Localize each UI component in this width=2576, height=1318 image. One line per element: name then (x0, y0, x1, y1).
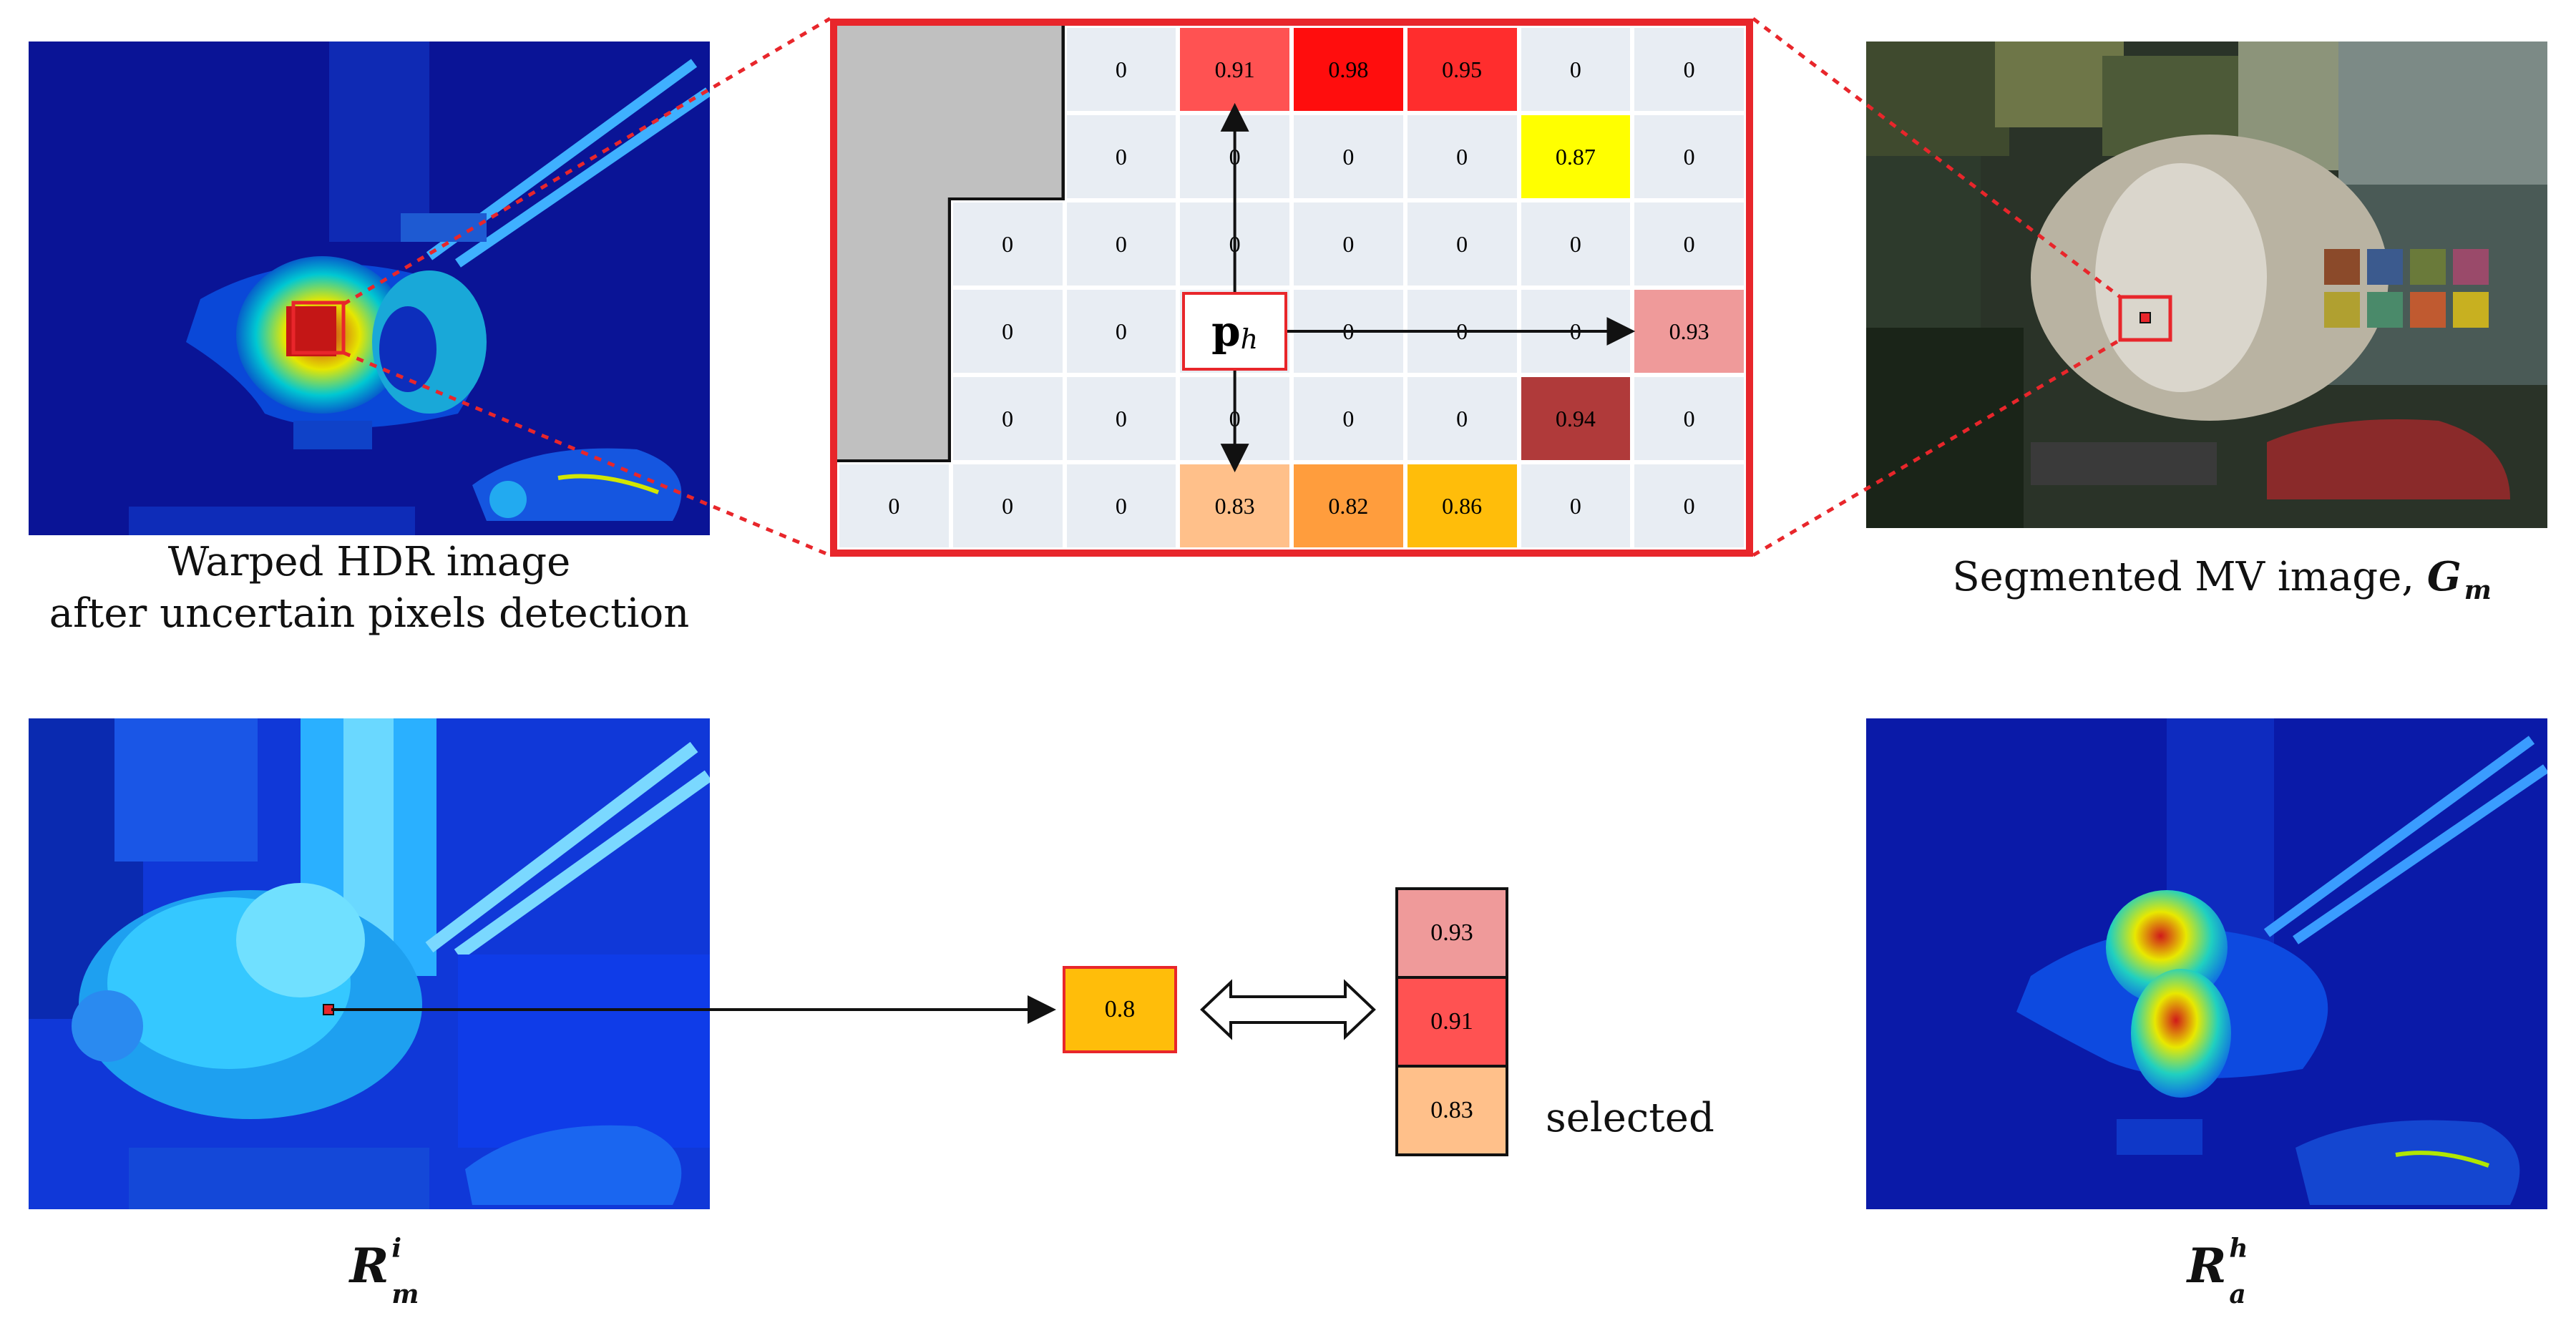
candidate-box: 0.91 (1395, 976, 1508, 1068)
grid-cell: 0 (1292, 113, 1405, 200)
grid-cell: 0 (1064, 200, 1179, 288)
grid-cell: 0 (1518, 462, 1633, 550)
rmi-image (29, 718, 710, 1209)
compare-double-arrow (1200, 979, 1376, 1040)
grid-arrows (1220, 102, 1636, 473)
selected-label: selected (1546, 1095, 1714, 1141)
segmented-mv-image (1866, 42, 2547, 528)
warped-caption-line-1: Warped HDR image (167, 539, 571, 585)
grid-cell: 0 (837, 462, 951, 550)
grid-cell: 0.94 (1518, 375, 1633, 462)
grid-cell: 0 (1405, 375, 1519, 462)
grid-cell: 0 (1632, 200, 1746, 288)
grid-cell: 0 (1292, 200, 1405, 288)
grid-cell: 0.93 (1632, 288, 1746, 375)
candidate-stack: 0.93 0.91 0.83 (1395, 887, 1508, 1159)
segmented-caption-text: Segmented MV image, (1952, 554, 2415, 600)
rah-image (1866, 718, 2547, 1209)
grid-cell: 0 (1064, 26, 1179, 113)
grid-cell: 0.98 (1292, 26, 1405, 113)
grid-cell: 0 (950, 462, 1065, 550)
candidate-box-selected: 0.83 (1395, 1065, 1508, 1156)
grid-cell: 0.95 (1405, 26, 1519, 113)
warped-hdr-caption: Warped HDR image after uncertain pixels … (29, 537, 710, 640)
grid-cell: 0 (950, 375, 1065, 462)
grid-cell: 0.87 (1518, 113, 1633, 200)
grid-cell: 0 (1518, 26, 1633, 113)
candidate-label: 0.91 (1430, 1008, 1473, 1035)
query-value-label: 0.8 (1104, 996, 1136, 1022)
grid-cell: 0 (1632, 26, 1746, 113)
grid-cell: 0.86 (1405, 462, 1519, 550)
candidate-label: 0.83 (1430, 1097, 1473, 1123)
warped-hdr-image (29, 42, 710, 535)
grid-cell: 0 (1292, 375, 1405, 462)
grid-cell: 0 (1518, 200, 1633, 288)
grid-cell: 0.83 (1178, 462, 1292, 550)
grid-cell: 0 (950, 288, 1065, 375)
grid-cell: 0 (1632, 113, 1746, 200)
grid-cell: 0 (1064, 288, 1179, 375)
grid-cell: 0 (1064, 375, 1179, 462)
grid-cell: 0.82 (1292, 462, 1405, 550)
query-value-box: 0.8 (1063, 966, 1177, 1053)
candidate-label: 0.93 (1430, 919, 1473, 946)
grid-cell: 0 (1064, 113, 1179, 200)
grid-cell: 0 (1632, 375, 1746, 462)
grid-cell: 0 (950, 200, 1065, 288)
candidate-box: 0.93 (1395, 887, 1508, 979)
grid-cell: 0 (1405, 200, 1519, 288)
grid-cell: 0 (1064, 462, 1179, 550)
zoomed-neighborhood-grid: 00.910.980.950000000.8700000000000000.93… (830, 19, 1753, 557)
grid-cell: 0 (1405, 113, 1519, 200)
warped-caption-line-2: after uncertain pixels detection (49, 590, 690, 637)
grid-cell: 0 (1632, 462, 1746, 550)
grid-cell: 0.91 (1178, 26, 1292, 113)
